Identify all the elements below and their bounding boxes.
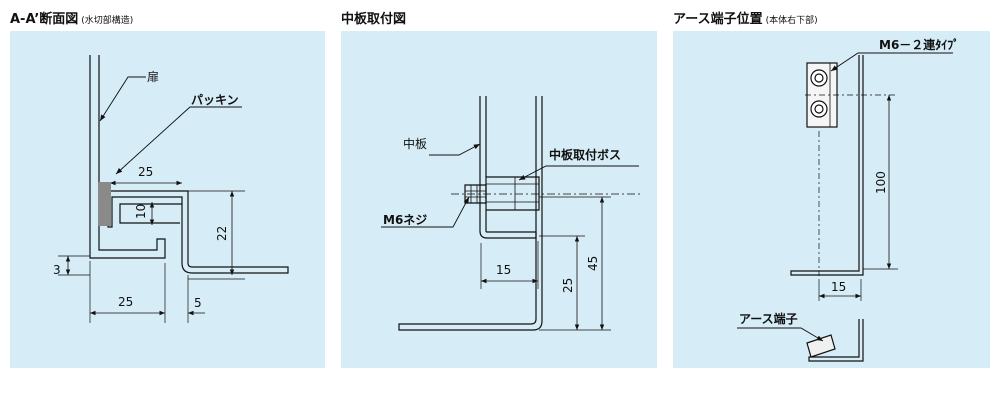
dim-100: 100 — [874, 171, 888, 194]
door-outline — [89, 55, 166, 259]
section-a-title: A-A’断面図 — [10, 12, 79, 27]
drawing-mid-plate: 中板 中板取付ボス M6ネジ 15 25 45 — [381, 96, 641, 331]
dim-10: 10 — [134, 204, 148, 219]
earth-subtitle: (本体右下部) — [765, 16, 818, 26]
earth-terminal-label: アース端子 — [739, 311, 798, 326]
drawing-section-a: 扉 パッキン 25 10 22 3 25 5 — [53, 55, 289, 323]
earth-title: アース端子位置 — [673, 12, 763, 27]
dim-22: 22 — [215, 226, 229, 241]
m6-double-label: M6－２連ﾀｲﾌﾟ — [879, 37, 959, 52]
section-a-subtitle: (水切部構造) — [81, 16, 134, 26]
mid-plate-base — [398, 96, 543, 331]
dim-25-top: 25 — [138, 165, 153, 179]
mid-plate-title: 中板取付図 — [341, 12, 407, 27]
gasket — [98, 182, 111, 226]
body-wall-upper — [790, 55, 864, 276]
heading-earth: アース端子位置(本体右下部) — [673, 8, 818, 27]
panel-earth: M6－２連ﾀｲﾌﾟ アース端子 100 15 — [673, 31, 990, 368]
mid-plate-body — [479, 96, 537, 239]
door-label: 扉 — [147, 70, 159, 84]
mid-plate-label: 中板 — [403, 136, 427, 151]
dim-5: 5 — [194, 296, 202, 310]
dim-45: 45 — [586, 256, 600, 271]
mounting-boss — [486, 176, 540, 211]
body-wall-lower — [808, 319, 864, 362]
packing-label: パッキン — [191, 93, 239, 107]
dim-15: 15 — [496, 263, 511, 277]
panel-mid-plate: 中板 中板取付ボス M6ネジ 15 25 45 — [341, 31, 657, 368]
frame-outline — [107, 190, 289, 274]
earth-terminal — [806, 334, 836, 358]
dim-25-bottom: 25 — [118, 295, 133, 309]
heading-section-a: A-A’断面図(水切部構造) — [10, 8, 133, 27]
boss-label: 中板取付ボス — [549, 147, 621, 162]
screw-label: M6ネジ — [383, 213, 427, 227]
dim-15-earth: 15 — [831, 280, 846, 294]
drawing-earth: M6－２連ﾀｲﾌﾟ アース端子 100 15 — [737, 37, 959, 362]
panel-section-a: 扉 パッキン 25 10 22 3 25 5 — [10, 31, 325, 368]
heading-mid-plate: 中板取付図 — [341, 8, 409, 27]
dim-25: 25 — [561, 278, 575, 293]
dim-3: 3 — [53, 263, 61, 277]
